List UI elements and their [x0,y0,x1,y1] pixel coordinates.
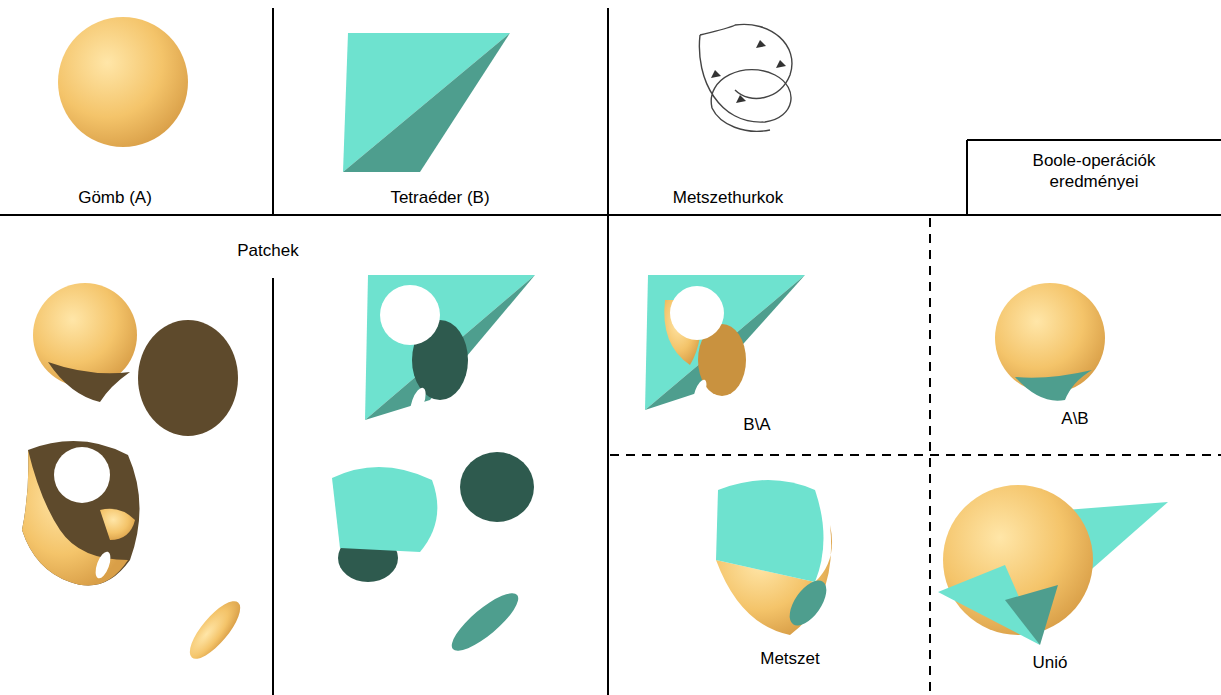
tick [756,40,766,48]
holed-patch-face [100,509,135,540]
holed-tetra-patch [365,275,535,420]
loop [712,108,770,131]
panel-label: A\B [1025,408,1125,429]
panel-label: Unió [990,652,1110,673]
hole [407,386,429,418]
tetra-part [716,480,824,582]
lens-patch [182,594,248,666]
grid-lines [0,8,1221,695]
tetra-face [343,33,510,172]
tetra-face [343,33,510,172]
loop-ticks [711,40,786,103]
sphere [995,283,1105,393]
panel-label: Gömb (A) [15,187,215,208]
loop [700,25,735,35]
hole [380,285,440,345]
panel-label: Patchek [208,240,328,261]
divider [272,8,274,215]
result-b-minus-a [645,275,805,410]
lens-patch [444,585,525,659]
tetra-face [645,275,805,410]
panel-label: Boole-operációk eredményei [1009,150,1179,193]
divider [607,8,609,695]
disc-patch [138,320,238,436]
dashed-divider [610,454,1221,456]
divider [272,278,274,695]
tetra-part [782,574,833,632]
dashed-divider [929,218,931,695]
tick [736,95,746,103]
sphere-patches [22,283,248,666]
tick [776,60,786,68]
blob-patch [332,467,437,552]
result-intersection [716,480,834,635]
result-a-minus-b [995,283,1105,401]
sphere-patch-inner [48,362,130,402]
tick [711,70,721,78]
holed-tetra-patch [365,275,535,420]
intersection-loops [699,24,792,131]
holed-patch [22,441,140,585]
tetra-face [645,275,805,410]
divider [0,214,1221,216]
hole [670,286,724,340]
panel-label: Metszethurkok [618,187,838,208]
disc-patch [460,452,534,522]
tetra-cut [1015,370,1092,401]
hole [691,378,709,406]
panel-label: Tetraéder (B) [330,187,550,208]
panel-label: B\A [707,414,807,435]
hole [93,550,114,580]
tetrahedron [343,33,510,172]
tetra-patches [332,275,535,659]
panel-label: Metszet [720,648,860,669]
divider [967,139,1221,141]
tetra-face [1005,585,1058,645]
divider [966,140,968,215]
loop [735,24,792,98]
sphere [58,17,188,147]
hole [54,447,110,503]
result-union [938,485,1168,645]
